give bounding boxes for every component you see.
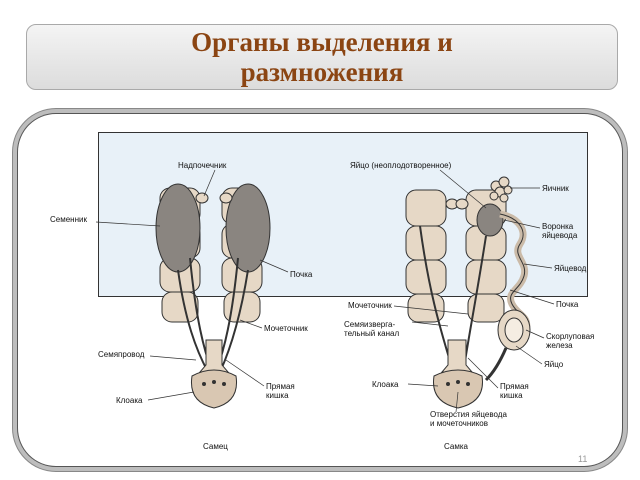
label-male-cloaca: Клоака: [116, 396, 143, 405]
label-male-vas-deferens: Семяпровод: [98, 350, 145, 359]
male-diagram: [95, 169, 289, 409]
label-male-adrenal: Надпочечник: [178, 161, 227, 170]
label-female-seminal-canal: Семяизверга- тельный канал: [344, 320, 400, 338]
male-kidney-lobe: [161, 291, 199, 323]
label-female-ureter: Мочеточник: [348, 301, 392, 310]
male-adrenal-left: [195, 192, 209, 204]
label-female-kidney: Почка: [556, 300, 579, 309]
female-kidney-lobe: [467, 293, 505, 323]
female-cloaca: [433, 369, 483, 409]
label-female-unfertilized-egg: Яйцо (неоплодотворенное): [350, 161, 452, 170]
label-female-rectum: Прямая кишка: [500, 382, 529, 400]
label-male-caption: Самец: [203, 442, 228, 451]
label-female-funnel: Воронка яйцевода: [542, 222, 578, 240]
female-ovary: [489, 176, 513, 203]
label-female-openings: Отверстия яйцевода и мочеточников: [430, 410, 507, 428]
male-duct: [177, 269, 209, 373]
female-adrenal: [455, 198, 469, 210]
male-adrenal-right: [219, 192, 233, 204]
label-male-kidney: Почка: [290, 270, 313, 279]
label-male-testis: Семенник: [50, 215, 87, 224]
female-unfertilized-egg: [476, 203, 504, 237]
label-female-caption: Самка: [444, 442, 468, 451]
label-male-ureter: Мочеточник: [264, 324, 308, 333]
slide-title: Органы выделения и размножения: [191, 27, 453, 87]
female-kidney-lobe: [405, 189, 447, 227]
label-female-cloaca: Клоака: [372, 380, 399, 389]
label-female-shell-gland: Скорлуповая железа: [546, 332, 595, 350]
male-testis-left: [155, 183, 201, 273]
male-cloaca: [190, 369, 238, 409]
male-duct: [219, 269, 249, 373]
label-female-egg: Яйцо: [544, 360, 564, 369]
label-male-rectum: Прямая кишка: [266, 382, 295, 400]
female-kidney-lobe: [465, 259, 507, 295]
slide-title-box: Органы выделения и размножения: [26, 24, 618, 90]
female-egg: [504, 317, 524, 343]
female-diagram: [393, 169, 555, 413]
label-female-oviduct: Яйцевод: [554, 264, 587, 273]
page-number: 11: [578, 454, 588, 464]
female-kidney-lobe: [407, 293, 445, 323]
female-oviduct-lower: [484, 347, 508, 382]
male-testis-right: [225, 183, 271, 273]
female-kidney-lobe: [405, 225, 447, 261]
label-female-ovary: Яичник: [542, 184, 569, 193]
